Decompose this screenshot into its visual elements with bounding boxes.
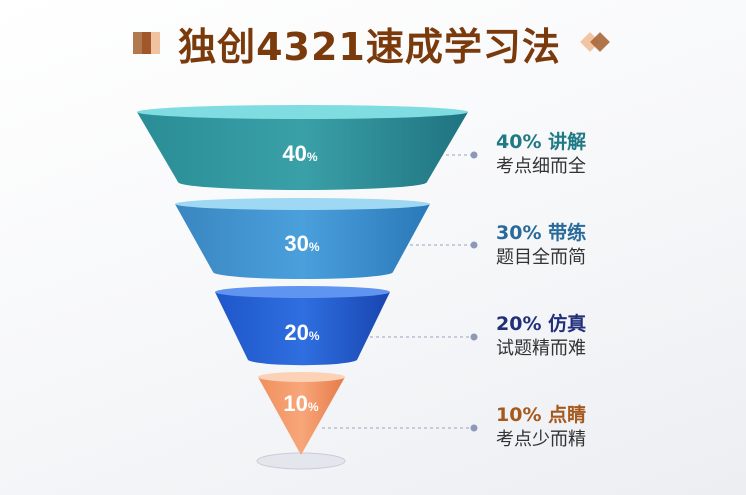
squares-decoration-icon [133, 32, 161, 54]
percent-label: 30% [284, 231, 319, 256]
header: 独创4321速成学习法 [0, 18, 746, 69]
label-40: 40% 讲解 考点细而全 [496, 130, 586, 180]
percent-label: 10% [283, 391, 318, 416]
diamond-decoration-icon [579, 32, 610, 52]
connector-lines [322, 151, 478, 432]
label-heading: 40% 讲解 [496, 131, 587, 153]
percent-label: 20% [284, 320, 319, 345]
label-10: 10% 点睛 考点少而精 [496, 403, 586, 453]
funnel-layer-20: 20% [215, 286, 390, 366]
label-subtitle: 考点细而全 [496, 156, 586, 177]
label-20: 20% 仿真 试题精而难 [496, 312, 586, 362]
page-title: 独创4321速成学习法 [178, 24, 561, 69]
percent-label: 40% [282, 141, 317, 166]
funnel-layer-10: 10% [258, 372, 345, 455]
label-30: 30% 带练 题目全而简 [496, 221, 586, 271]
label-subtitle: 考点少而精 [496, 429, 586, 450]
label-heading: 10% 点睛 [496, 404, 587, 426]
label-heading: 20% 仿真 [496, 313, 587, 335]
funnel-layer-30: 30% [175, 198, 430, 279]
funnel-layer-40: 40% [137, 105, 468, 191]
funnel-base [256, 452, 346, 470]
label-subtitle: 题目全而简 [496, 247, 586, 268]
label-heading: 30% 带练 [496, 222, 587, 244]
label-subtitle: 试题精而难 [496, 338, 586, 359]
